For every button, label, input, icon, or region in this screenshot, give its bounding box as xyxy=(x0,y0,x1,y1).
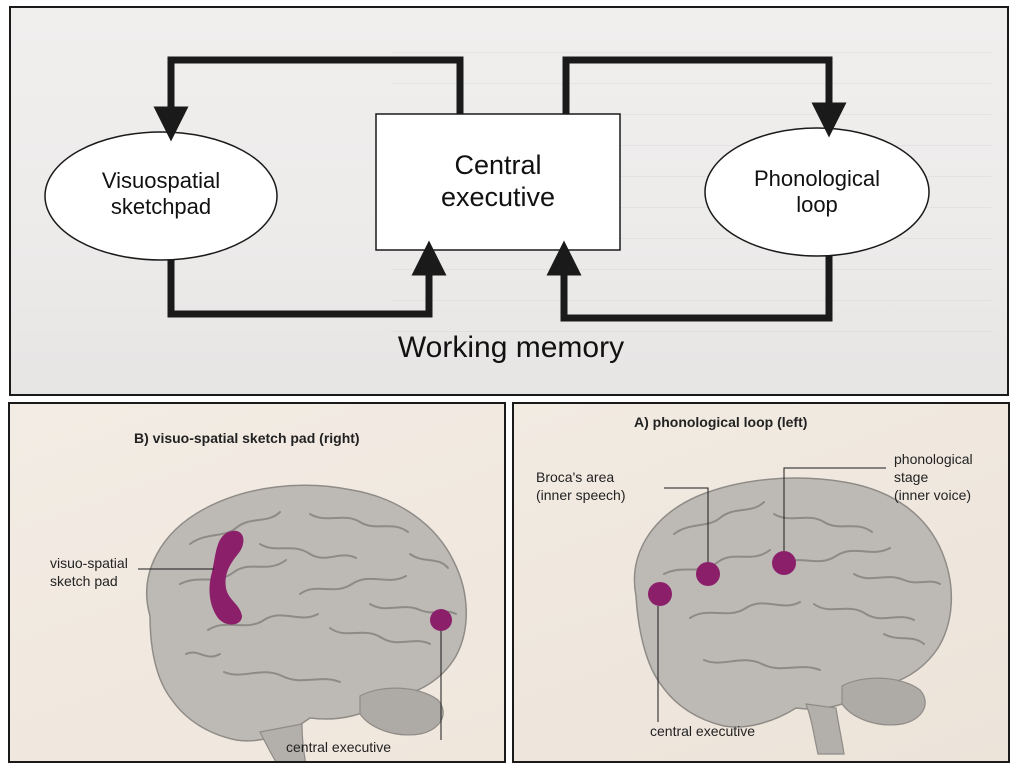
working-memory-diagram-panel: Visuospatial sketchpad Central executive… xyxy=(9,6,1009,396)
phonological-line2: loop xyxy=(727,192,907,218)
visuospatial-line2: sketchpad xyxy=(71,194,251,220)
pad-label-line2: sketch pad xyxy=(50,572,128,590)
phonological-loop-label: Phonological loop xyxy=(727,166,907,219)
visuospatial-line1: Visuospatial xyxy=(71,168,251,194)
central-line2: executive xyxy=(398,181,598,213)
phonological-stage-region xyxy=(772,551,796,575)
broca-label-line2: (inner speech) xyxy=(536,486,626,504)
central-executive-label-a: central executive xyxy=(650,722,755,740)
phonological-line1: Phonological xyxy=(727,166,907,192)
cerebellum xyxy=(360,688,443,735)
pad-label-line1: visuo-spatial xyxy=(50,554,128,572)
central-executive-label: Central executive xyxy=(398,149,598,214)
phonological-stage-label: phonological stage (inner voice) xyxy=(894,450,973,505)
visuospatial-sketchpad-label: Visuospatial sketchpad xyxy=(71,168,251,221)
cerebellum-left xyxy=(842,678,925,725)
panel-phonological-brain: A) phonological loop (left) Broca's area… xyxy=(512,402,1010,763)
brocas-area-region xyxy=(696,562,720,586)
broca-label-line1: Broca's area xyxy=(536,468,626,486)
central-executive-label-b: central executive xyxy=(286,738,391,756)
arrow-visuospatial-to-central xyxy=(171,258,429,314)
diagram-caption: Working memory xyxy=(351,330,671,366)
central-executive-region-right xyxy=(430,609,452,631)
central-line1: Central xyxy=(398,149,598,181)
stage-label-line3: (inner voice) xyxy=(894,486,973,504)
stage-label-line1: phonological xyxy=(894,450,973,468)
panel-visuospatial-brain: B) visuo-spatial sketch pad (right) xyxy=(8,402,506,763)
brain-stem-left xyxy=(806,704,844,754)
arrow-central-to-phonological xyxy=(566,60,829,120)
stage-label-line2: stage xyxy=(894,468,973,486)
central-executive-region-left xyxy=(648,582,672,606)
visuo-spatial-sketch-pad-label: visuo-spatial sketch pad xyxy=(50,554,128,590)
arrow-phonological-to-central xyxy=(564,256,829,318)
brocas-area-label: Broca's area (inner speech) xyxy=(536,468,626,504)
